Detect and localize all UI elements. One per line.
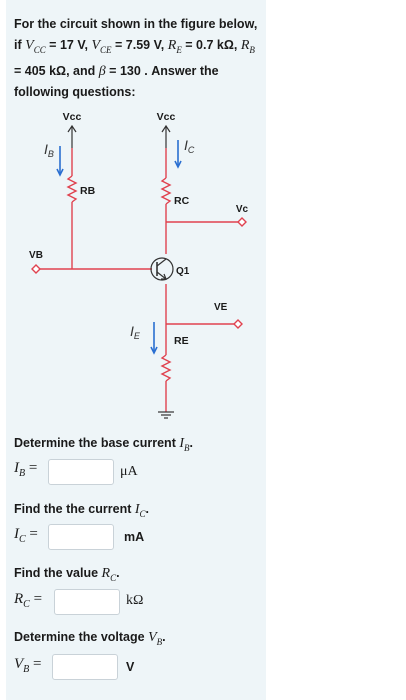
vcc-left-label: Vcc [63,111,82,123]
circuit-diagram: Vcc Vcc IB IC [29,111,249,419]
rb-value: = 405 kΩ, and [14,63,99,78]
rb-symbol: RB [240,38,255,55]
circuit-wires [36,148,242,412]
vcc-symbol: VCC [25,38,46,55]
ic-unit: mA [124,530,145,544]
vb-node-icon [31,264,41,274]
ie-label: IE [130,323,141,341]
vcc-value: = 17 V, [45,38,92,52]
ib-unit: μA [120,464,138,479]
transistor-q1-icon [150,257,174,281]
ve-node-icon [233,319,243,329]
ve-label: VE [214,302,228,313]
vc-label: Vc [236,204,249,215]
ib-lhs: IB = [14,460,38,479]
ic-arrow-icon [174,140,182,169]
ic-lhs: IC = [14,526,38,545]
ic-answer-input[interactable] [48,524,114,550]
vcc-left-arrow-icon [67,124,77,148]
rc-answer-input[interactable] [54,589,120,615]
q1-label: Q1 [176,266,190,277]
question-text: For the circuit shown in the figure belo… [14,14,262,103]
part-rc-prompt: Find the value RC. [14,566,120,583]
re-value: = 0.7 kΩ, [181,38,241,52]
ib-arrow-icon [56,146,64,177]
re-symbol: RE [167,38,182,55]
rc-lhs: RC = [14,591,43,610]
vce-value: = 7.59 V, [111,38,165,52]
ib-answer-input[interactable] [48,459,114,485]
ib-label: IB [44,141,54,159]
ground-icon [158,411,174,419]
vcc-right-label: Vcc [157,111,176,123]
vb-lhs: VB = [14,656,42,675]
ie-arrow-icon [150,322,158,355]
part-vb-prompt: Determine the voltage VB. [14,630,166,647]
vc-node-icon [237,217,247,227]
part-ib-prompt: Determine the base current IB. [14,436,193,453]
re-label: RE [174,335,189,347]
vcc-right-arrow-icon [161,124,171,148]
rb-label: RB [80,185,96,197]
vb-unit: V [126,660,135,674]
beta-symbol: β [98,63,106,79]
outro-text: . Answer the following questions: [14,63,219,99]
ic-label: IC [184,137,195,155]
part-ic-prompt: Find the the current IC. [14,502,150,519]
intro-text: For the circuit shown in the figure belo… [14,17,258,52]
question-card [6,0,266,700]
beta-value: = 130 [105,63,141,78]
rc-unit: kΩ [126,593,144,608]
vb-answer-input[interactable] [52,654,118,680]
rc-label: RC [174,195,190,207]
vb-label: VB [29,250,43,261]
vce-symbol: VCE [91,38,112,55]
